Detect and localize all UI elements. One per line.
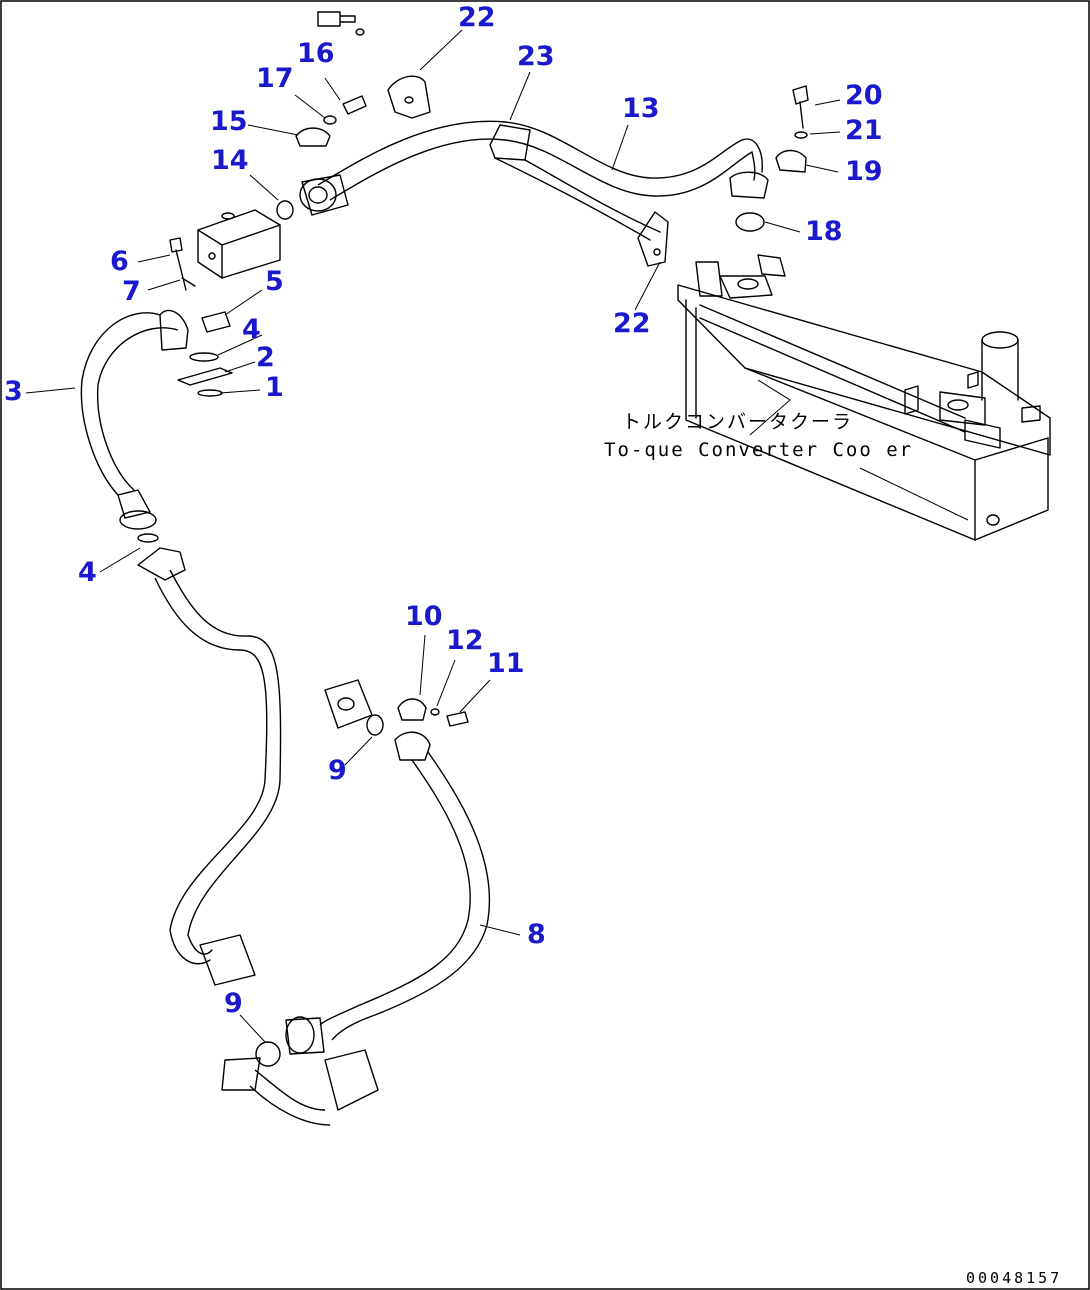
leader-lines [25,29,969,1043]
bolt-16 [342,95,367,115]
callout-8: 8 [527,919,546,950]
o-ring-9-top [366,714,384,736]
callout-22-right: 22 [613,308,651,339]
callout-14: 14 [211,145,249,176]
callout-9-bottom: 9 [224,988,243,1019]
clamp-15 [295,127,331,147]
tube-lower-left [137,547,282,986]
washer-7 [181,277,196,287]
callout-23: 23 [517,41,555,72]
clamp-5 [201,311,231,333]
adapter-block [197,209,281,279]
callout-22-top: 22 [458,2,496,33]
bottom-fitting [221,1049,379,1126]
callout-6: 6 [110,246,129,277]
bolt-20 [792,85,809,129]
clamp-22-top [387,75,431,119]
gasket-2 [177,367,233,386]
callout-7: 7 [122,276,141,307]
washer-17 [323,115,337,125]
tube-23 [489,124,531,161]
callout-21: 21 [845,115,883,146]
bolt-11 [446,711,469,727]
callout-10: 10 [405,601,443,632]
caption-japanese: トルクコンバータクーラ [622,411,854,433]
split-flange [324,679,373,729]
bolt-top [317,11,356,27]
clamp-19 [775,149,807,173]
o-ring-4-bottom [137,533,159,543]
caption-english: To-que Converter Coo er [604,439,914,461]
torque-converter-cooler [677,254,1051,541]
callout-2: 2 [256,342,275,373]
callout-17: 17 [256,63,294,94]
callout-12: 12 [446,625,484,656]
o-ring-18 [735,212,765,232]
callout-19: 19 [845,156,883,187]
o-ring-4-top [189,352,219,362]
o-ring-1 [197,389,223,397]
hose-8 [285,731,491,1055]
bolt-6 [169,237,187,291]
callout-5: 5 [265,266,284,297]
document-number: 00048157 [966,1269,1063,1287]
callout-16: 16 [297,38,335,69]
callout-18: 18 [805,216,843,247]
callout-15: 15 [210,106,248,137]
hose-13 [299,120,769,241]
callout-11: 11 [487,648,525,679]
clamp-10 [397,698,427,721]
callout-13: 13 [622,93,660,124]
callout-9-top: 9 [328,755,347,786]
washer-12 [430,708,440,716]
callout-4-top: 4 [242,314,261,345]
hose-3 [80,309,189,530]
callout-3: 3 [4,376,23,407]
clamp-22-right [637,211,669,267]
washer-21 [794,131,808,139]
callout-1: 1 [265,372,284,403]
callout-4-bottom: 4 [78,557,97,588]
callout-20: 20 [845,80,883,111]
o-ring-9-bottom [255,1041,281,1067]
o-ring-14 [276,200,294,220]
